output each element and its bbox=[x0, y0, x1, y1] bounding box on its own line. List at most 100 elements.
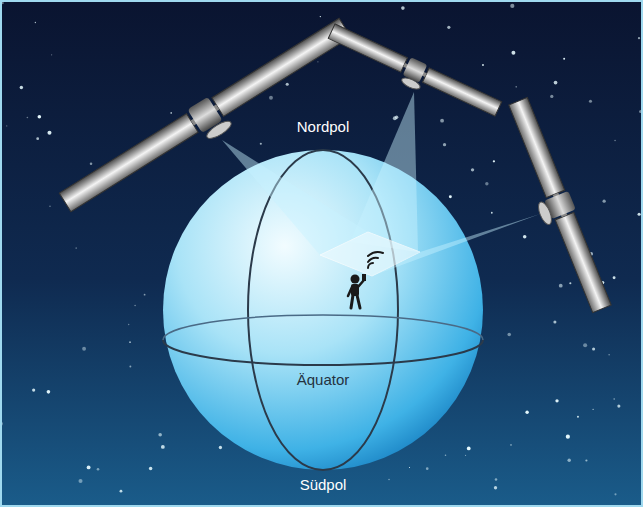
star bbox=[129, 341, 131, 343]
star bbox=[467, 447, 471, 451]
star bbox=[482, 64, 484, 66]
star bbox=[608, 354, 610, 356]
star bbox=[158, 433, 162, 437]
star bbox=[32, 388, 35, 391]
star bbox=[555, 399, 558, 402]
star bbox=[286, 83, 289, 86]
star bbox=[471, 168, 474, 171]
globe bbox=[163, 150, 483, 470]
star bbox=[493, 160, 495, 162]
star bbox=[613, 398, 615, 400]
star bbox=[554, 81, 558, 85]
star bbox=[569, 282, 571, 284]
star bbox=[614, 493, 616, 495]
star bbox=[440, 119, 444, 123]
star bbox=[36, 137, 39, 140]
star bbox=[525, 411, 528, 414]
equator-back bbox=[163, 315, 483, 340]
star bbox=[20, 86, 23, 89]
star bbox=[49, 206, 50, 207]
star bbox=[6, 125, 7, 126]
star bbox=[465, 455, 466, 456]
star bbox=[76, 248, 77, 249]
satellite bbox=[58, 16, 359, 224]
star bbox=[553, 320, 556, 323]
star bbox=[35, 22, 36, 23]
star bbox=[443, 143, 446, 146]
star bbox=[613, 276, 616, 279]
satellite bbox=[324, 22, 503, 125]
star bbox=[550, 95, 553, 98]
star bbox=[87, 465, 91, 469]
stars bbox=[0, 2, 642, 495]
star bbox=[559, 284, 563, 288]
star bbox=[447, 26, 450, 29]
pole-label: Südpol bbox=[300, 476, 347, 494]
star bbox=[592, 348, 595, 351]
star bbox=[495, 478, 498, 481]
star bbox=[51, 54, 52, 55]
star bbox=[170, 112, 172, 114]
star bbox=[614, 140, 616, 142]
star bbox=[401, 6, 405, 10]
star bbox=[38, 115, 42, 119]
star bbox=[395, 116, 398, 119]
star bbox=[516, 86, 517, 87]
star bbox=[90, 163, 93, 166]
star bbox=[79, 479, 83, 483]
star bbox=[494, 486, 497, 489]
star bbox=[585, 459, 587, 461]
equator-line bbox=[163, 340, 483, 365]
star bbox=[134, 305, 136, 307]
star bbox=[445, 454, 447, 456]
star bbox=[603, 200, 606, 203]
star bbox=[317, 61, 318, 62]
star bbox=[47, 131, 51, 135]
star bbox=[269, 96, 273, 100]
pole-label: Nordpol bbox=[297, 118, 350, 136]
star bbox=[388, 479, 390, 481]
star bbox=[449, 195, 452, 198]
star bbox=[507, 333, 511, 337]
star bbox=[149, 467, 152, 470]
star bbox=[426, 467, 429, 470]
star bbox=[511, 51, 515, 55]
star bbox=[27, 117, 29, 119]
star bbox=[128, 324, 129, 325]
star bbox=[47, 390, 51, 394]
star bbox=[567, 459, 570, 462]
star bbox=[563, 58, 565, 60]
star bbox=[485, 182, 488, 185]
star bbox=[409, 467, 410, 468]
star bbox=[589, 100, 592, 103]
star bbox=[583, 343, 587, 347]
star bbox=[523, 235, 527, 239]
star bbox=[82, 347, 86, 351]
star bbox=[97, 468, 100, 471]
star bbox=[129, 366, 131, 368]
star bbox=[144, 294, 146, 296]
star bbox=[260, 143, 262, 145]
star bbox=[566, 435, 570, 439]
star bbox=[638, 37, 640, 39]
star bbox=[577, 416, 579, 418]
star bbox=[617, 405, 620, 408]
signal-beam bbox=[222, 140, 368, 255]
equator-label: Äquator bbox=[297, 371, 350, 389]
star bbox=[638, 213, 641, 216]
star bbox=[320, 16, 321, 17]
signal-beam bbox=[350, 92, 418, 252]
star bbox=[510, 4, 514, 8]
person-with-phone bbox=[348, 274, 366, 308]
satellite bbox=[498, 96, 614, 317]
wifi-symbol bbox=[368, 252, 383, 268]
position-area bbox=[320, 232, 420, 276]
star bbox=[219, 446, 222, 449]
star bbox=[120, 490, 123, 493]
star bbox=[592, 409, 593, 410]
star bbox=[510, 444, 511, 445]
